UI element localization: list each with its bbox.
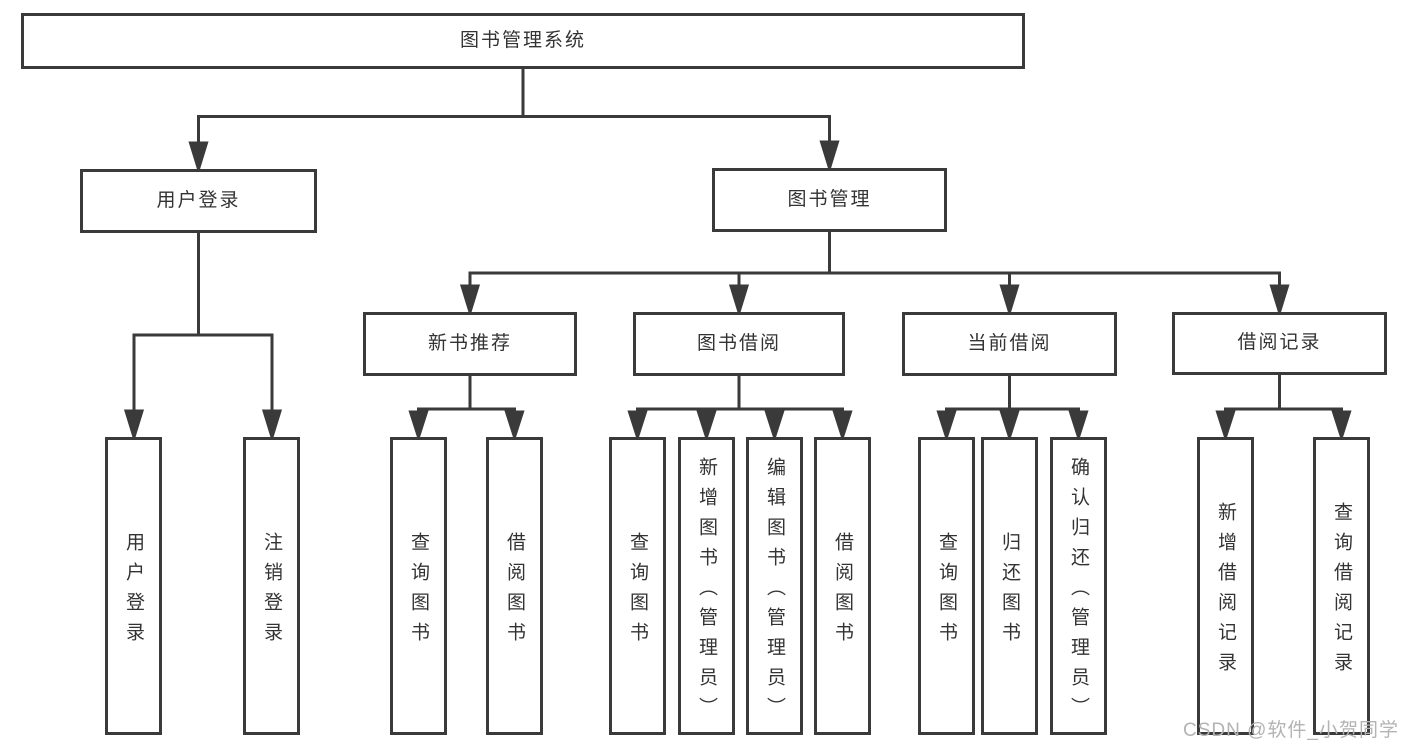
- leaf-current-query-books: 查询图书: [918, 437, 975, 735]
- leaf-borrow-borrow-books: 借阅图书: [814, 437, 871, 735]
- leaf-borrow-query-books-label: 查询图书: [627, 531, 648, 652]
- node-user-login: 用户登录: [80, 169, 317, 233]
- leaf-borrow-add-books-admin-label: 新增图书（管理员）: [696, 456, 717, 727]
- leaf-user-login-label: 用户登录: [123, 531, 144, 652]
- leaf-borrow-edit-books-admin: 编辑图书（管理员）: [746, 437, 803, 735]
- node-borrow-records-label: 借阅记录: [1237, 332, 1322, 354]
- node-current-borrow: 当前借阅: [902, 312, 1117, 376]
- leaf-current-return-books: 归还图书: [981, 437, 1038, 735]
- leaf-borrow-edit-books-admin-label: 编辑图书（管理员）: [764, 456, 785, 727]
- leaf-newbook-borrow-books-label: 借阅图书: [504, 531, 525, 652]
- node-user-login-label: 用户登录: [156, 189, 241, 211]
- node-book-borrow: 图书借阅: [633, 312, 845, 376]
- node-root: 图书管理系统: [21, 13, 1025, 69]
- leaf-records-query-record-label: 查询借阅记录: [1331, 501, 1352, 682]
- node-root-label: 图书管理系统: [459, 29, 586, 51]
- leaf-current-confirm-return-admin-label: 确认归还（管理员）: [1068, 456, 1089, 727]
- node-book-management-label: 图书管理: [787, 188, 872, 210]
- leaf-logout-label: 注销登录: [261, 531, 282, 652]
- leaf-current-query-books-label: 查询图书: [936, 531, 957, 652]
- leaf-current-confirm-return-admin: 确认归还（管理员）: [1050, 437, 1107, 735]
- node-new-book-recommend: 新书推荐: [363, 312, 577, 376]
- leaf-newbook-query-books-label: 查询图书: [408, 531, 429, 652]
- leaf-borrow-borrow-books-label: 借阅图书: [832, 531, 853, 652]
- leaf-user-login: 用户登录: [105, 437, 162, 735]
- leaf-newbook-query-books: 查询图书: [390, 437, 447, 735]
- leaf-logout: 注销登录: [243, 437, 300, 735]
- leaf-borrow-query-books: 查询图书: [609, 437, 666, 735]
- leaf-records-query-record: 查询借阅记录: [1313, 437, 1370, 735]
- leaf-records-add-record: 新增借阅记录: [1197, 437, 1254, 735]
- leaf-newbook-borrow-books: 借阅图书: [486, 437, 543, 735]
- leaf-current-return-books-label: 归还图书: [999, 531, 1020, 652]
- node-book-borrow-label: 图书借阅: [696, 332, 781, 354]
- node-new-book-recommend-label: 新书推荐: [427, 332, 512, 354]
- leaf-records-add-record-label: 新增借阅记录: [1215, 501, 1236, 682]
- leaf-borrow-add-books-admin: 新增图书（管理员）: [678, 437, 735, 735]
- node-current-borrow-label: 当前借阅: [967, 332, 1052, 354]
- node-book-management: 图书管理: [712, 168, 947, 232]
- node-borrow-records: 借阅记录: [1172, 312, 1387, 375]
